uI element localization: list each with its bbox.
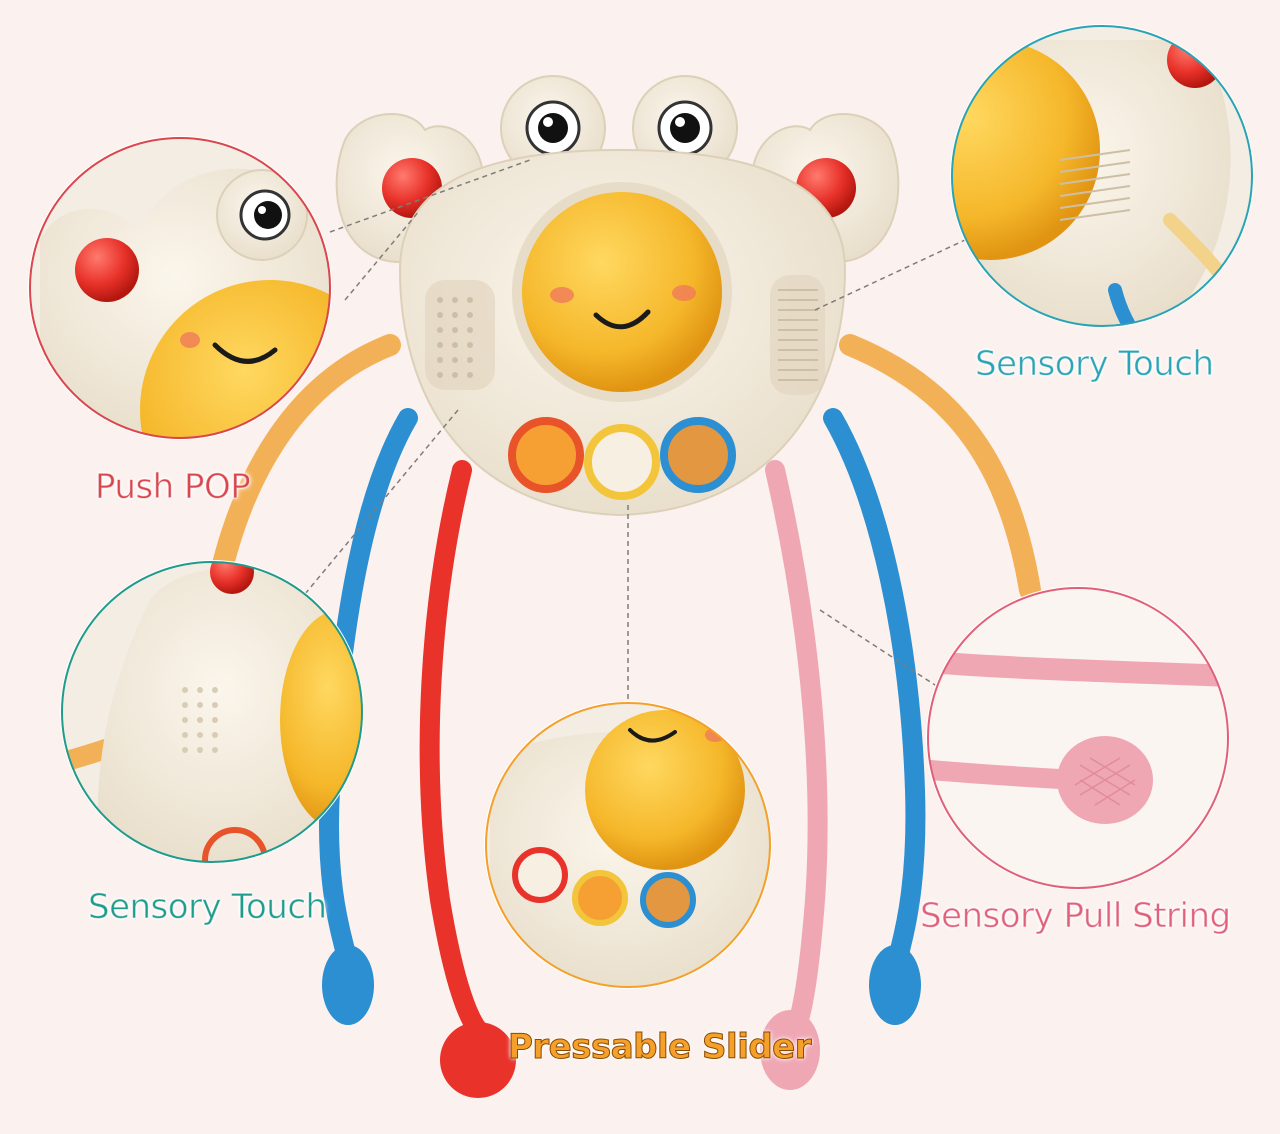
label-push-pop: Push POP bbox=[94, 467, 251, 508]
zoom-circle-sensory-pull-string bbox=[926, 586, 1230, 890]
leg-pink bbox=[760, 460, 828, 1090]
label-pressable-slider: Pressable Slider bbox=[507, 1027, 812, 1068]
crab-shell bbox=[398, 148, 847, 517]
callout-lines bbox=[299, 159, 966, 700]
zoom-circle-sensory-touch-left bbox=[60, 560, 364, 864]
label-sensory-touch-right: Sensory Touch bbox=[975, 344, 1215, 385]
zoom-circle-sensory-touch-right bbox=[950, 24, 1254, 328]
zoom-circle-push-pop bbox=[28, 136, 332, 440]
leg-red bbox=[419, 460, 516, 1098]
crab-eyes bbox=[500, 75, 738, 181]
label-sensory-touch-left: Sensory Touch bbox=[88, 887, 328, 928]
zoom-circle-pressable-slider bbox=[484, 701, 772, 989]
leg-blue-right bbox=[823, 408, 926, 1025]
leg-orange-left bbox=[204, 334, 401, 611]
leg-orange-right bbox=[839, 334, 1041, 601]
label-sensory-pull-string: Sensory Pull String bbox=[920, 896, 1232, 937]
